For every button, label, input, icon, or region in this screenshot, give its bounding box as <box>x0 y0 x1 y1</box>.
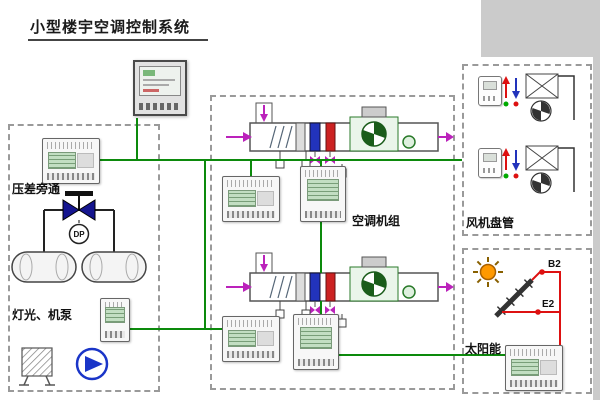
controller-screen <box>48 152 76 169</box>
ddc-controller-icon <box>505 345 563 391</box>
point-e2-label: E2 <box>542 299 555 310</box>
pressure-bypass-label: 压差旁通 <box>12 182 61 196</box>
ddc-controller-icon <box>293 314 339 370</box>
touch-panel-buttons <box>139 103 181 110</box>
connection-line-ahu2b <box>320 301 322 314</box>
page-title: 小型楼宇空调控制系统 <box>30 19 191 36</box>
touch-panel-screen <box>139 66 181 96</box>
bypass-valve-icon <box>62 191 96 221</box>
background-area <box>481 0 600 57</box>
thermostat-buttons <box>483 168 497 173</box>
connection-line-solar <box>339 354 505 356</box>
controller-vents <box>305 170 341 177</box>
solar-panel <box>462 248 592 394</box>
fan-coil-unit-icon <box>501 145 575 194</box>
connection-line-hmi <box>136 118 138 160</box>
point-b2-label: B2 <box>548 259 561 270</box>
controller-terminals <box>227 351 275 358</box>
controller-vents <box>227 180 275 187</box>
point-e2-dot <box>535 309 541 315</box>
connection-line-ahu2 <box>320 220 322 273</box>
controller-vents <box>510 349 558 356</box>
thermostat-screen <box>483 81 497 90</box>
controller-terminals <box>298 359 334 366</box>
controller-screen <box>105 307 125 323</box>
connection-bus-line <box>100 159 462 161</box>
title-underline <box>28 39 208 41</box>
fan-coil-label: 风机盘管 <box>466 216 515 230</box>
fan-coil-unit-icon <box>501 73 575 122</box>
controller-screen <box>511 359 539 376</box>
controller-terminals <box>305 211 341 218</box>
controller-keys <box>257 331 274 346</box>
ddc-controller-icon <box>222 316 280 362</box>
thermostat-icon <box>478 76 502 106</box>
lighting-pump-label: 灯光、机泵 <box>12 308 73 322</box>
controller-keys <box>257 191 274 206</box>
touch-panel-icon <box>133 60 187 116</box>
point-b2-dot <box>539 269 545 275</box>
controller-terminals <box>510 380 558 387</box>
pipe-header-icon <box>11 251 147 283</box>
controller-vents <box>47 142 95 149</box>
thermostat-screen <box>483 153 497 162</box>
connection-riser-line <box>204 159 206 330</box>
pump-icon <box>75 347 109 381</box>
dp-sensor-icon: DP <box>68 223 90 245</box>
thermostat-icon <box>478 148 502 178</box>
ddc-controller-icon <box>100 298 130 342</box>
fan-coil-panel <box>462 64 592 236</box>
controller-keys <box>77 153 94 168</box>
controller-screen <box>228 190 256 207</box>
controller-terminals <box>227 211 275 218</box>
ahu-label: 空调机组 <box>352 214 401 228</box>
ddc-controller-icon <box>42 138 100 184</box>
ddc-controller-icon <box>222 176 280 222</box>
bypass-and-lighting-panel <box>8 124 160 392</box>
solar-label: 太阳能 <box>465 342 502 356</box>
controller-vents <box>105 302 125 309</box>
connection-line-lighting <box>130 328 222 330</box>
sun-icon <box>473 257 503 287</box>
bypass-lighting-diagram: DP <box>11 191 147 386</box>
dp-sensor-label: DP <box>73 230 85 239</box>
controller-screen <box>307 179 339 201</box>
controller-vents <box>227 320 275 327</box>
background-edge <box>593 0 600 400</box>
thermostat-buttons <box>483 96 497 101</box>
connection-line-ahu1 <box>250 161 252 176</box>
controller-terminals <box>105 331 125 338</box>
connection-line-ahu1b <box>320 161 322 166</box>
controller-screen <box>228 330 256 347</box>
ahu-panel <box>210 95 455 390</box>
controller-keys <box>540 360 557 375</box>
light-fixture-icon <box>19 347 55 386</box>
controller-terminals <box>47 173 95 180</box>
solar-piping: B2 E2 <box>502 259 561 345</box>
controller-screen <box>300 327 332 349</box>
solar-diagram: B2 E2 <box>473 257 561 345</box>
solar-collector-icon <box>494 278 534 318</box>
ddc-controller-icon <box>300 166 346 222</box>
controller-vents <box>298 318 334 325</box>
